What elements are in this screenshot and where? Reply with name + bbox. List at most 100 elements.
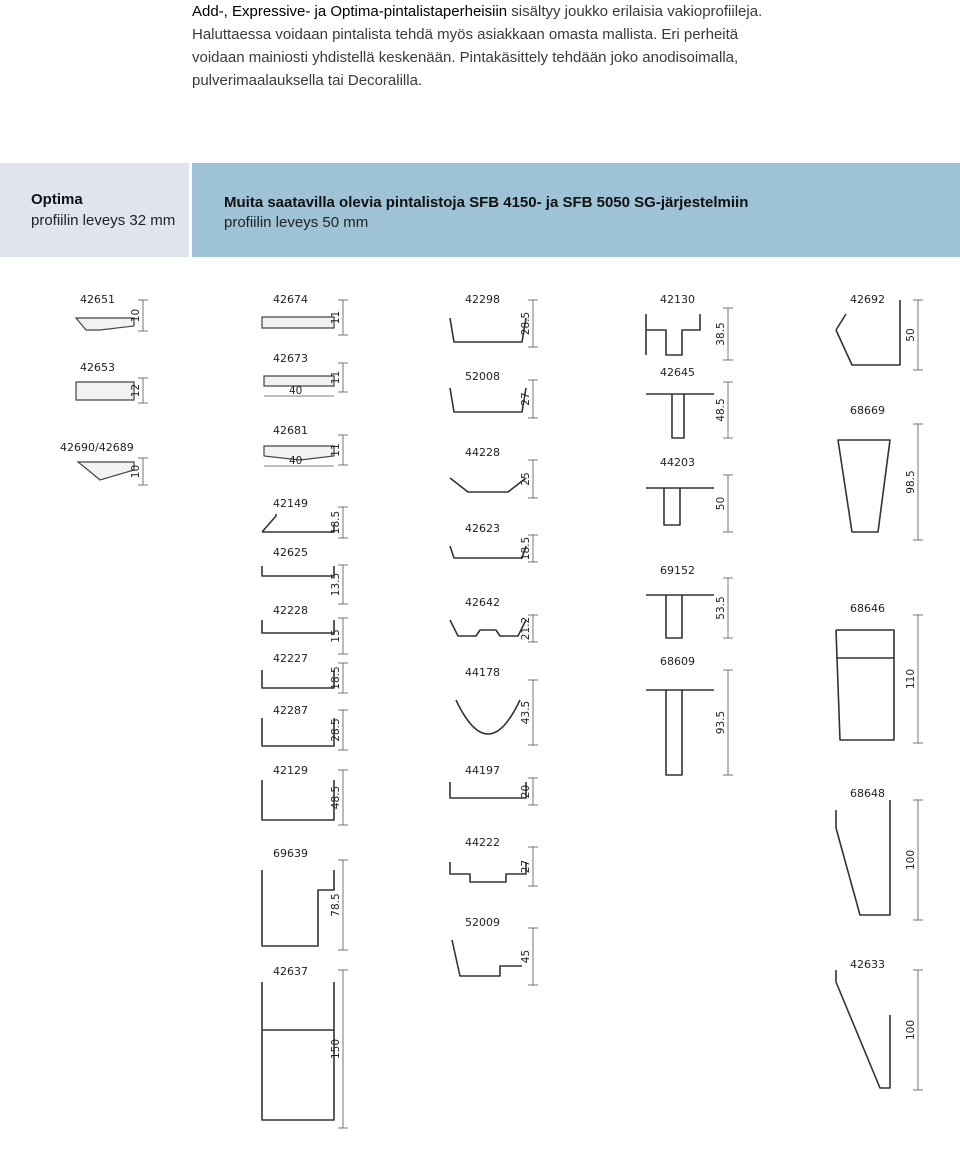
profile-code: 42287 <box>273 704 308 717</box>
profile-code: 42673 <box>273 352 308 365</box>
dimension-value: 28.5 <box>330 718 342 741</box>
dimension-value: 18.5 <box>330 666 342 689</box>
profile-42298: 42298 28.5 <box>449 293 538 348</box>
profile-code: 42129 <box>273 764 308 777</box>
dimension-value: 10 <box>130 309 142 322</box>
profile-code: 42633 <box>850 958 885 971</box>
profile-shape <box>74 317 135 331</box>
profile-code: 42645 <box>660 366 695 379</box>
profile-code: 44178 <box>465 666 500 679</box>
profile-44197: 44197 20 <box>449 764 538 806</box>
optima-width-label: profiilin leveys 32 mm <box>31 212 176 229</box>
profile-code: 42692 <box>850 293 885 306</box>
profile-code: 42653 <box>80 361 115 374</box>
dimension-value: 38.5 <box>715 322 727 345</box>
profile-shape <box>449 387 527 413</box>
profile-code: 44228 <box>465 446 500 459</box>
profile-code: 44203 <box>660 456 695 469</box>
profile-shape <box>449 782 527 799</box>
dimension-value: 11 <box>330 311 342 324</box>
profile-code: 42623 <box>465 522 500 535</box>
width-value: 40 <box>289 455 302 467</box>
profile-shape <box>263 375 335 387</box>
profile-code: 68669 <box>850 404 885 417</box>
profile-code: 42625 <box>273 546 308 559</box>
intro-text: sisältyy joukko erilaisia vakioprofiilej… <box>192 3 763 89</box>
profile-code: 44222 <box>465 836 500 849</box>
dimension-value: 50 <box>905 328 917 341</box>
profile-shape <box>835 300 901 366</box>
profile-shape <box>646 689 714 776</box>
profile-code: 68648 <box>850 787 885 800</box>
profile-code: 52009 <box>465 916 500 929</box>
profile-shape <box>449 545 527 559</box>
dimension-value: 48.5 <box>330 786 342 809</box>
profile-shape <box>449 862 527 883</box>
dimension-value: 53.5 <box>715 596 727 619</box>
profile-code: 68609 <box>660 655 695 668</box>
profile-42674: 42674 11 <box>261 293 348 336</box>
profile-42130: 42130 38.5 <box>645 293 733 361</box>
profile-code: 42130 <box>660 293 695 306</box>
profile-44222: 44222 27 <box>449 836 538 887</box>
profile-code: 42637 <box>273 965 308 978</box>
dimension-value: 27 <box>520 860 532 873</box>
profile-shape <box>646 594 714 639</box>
dimension-value: 11 <box>330 371 342 384</box>
dimension-value: 21.2 <box>520 617 532 640</box>
profile-code: 44197 <box>465 764 500 777</box>
optima-header-panel: Optima profiilin leveys 32 mm <box>0 163 189 257</box>
profile-44178: 44178 43.5 <box>455 666 538 746</box>
profile-shape <box>263 445 335 461</box>
profile-code: 42674 <box>273 293 308 306</box>
profile-shape <box>261 780 335 821</box>
dimension-value: 98.5 <box>905 470 917 493</box>
profile-shape <box>455 699 521 735</box>
dimension-value: 110 <box>905 669 917 689</box>
profile-code: 42149 <box>273 497 308 510</box>
profile-shape <box>646 487 714 526</box>
profile-code: 42228 <box>273 604 308 617</box>
other-profiles-header-panel: Muita saatavilla olevia pintalistoja SFB… <box>192 163 960 257</box>
profile-shape <box>261 316 335 329</box>
profile-shape <box>449 317 527 343</box>
profile-shape <box>261 718 335 747</box>
profile-shape <box>261 870 335 947</box>
other-profiles-width-label: profiilin leveys 50 mm <box>224 214 369 231</box>
dimension-value: 50 <box>715 497 727 510</box>
profile-code: 42298 <box>465 293 500 306</box>
dimension-value: 11 <box>330 443 342 456</box>
profile-44203: 44203 50 <box>646 456 733 533</box>
dimension-value: 20 <box>520 785 532 798</box>
profile-shape <box>835 970 891 1089</box>
profile-shape <box>261 982 335 1121</box>
intro-lead: Add-, Expressive- ja Optima-pintalistape… <box>192 3 508 20</box>
profile-42287: 42287 28.5 <box>261 704 348 751</box>
dimension-value: 100 <box>905 850 917 870</box>
profile-code: 69152 <box>660 564 695 577</box>
profile-shape <box>261 566 335 577</box>
dimension-value: 28.5 <box>520 312 532 335</box>
profile-shape <box>835 800 891 916</box>
profile-shape <box>451 939 522 977</box>
intro-paragraph: Add-, Expressive- ja Optima-pintalistape… <box>192 0 792 92</box>
profile-42642: 42642 21.2 <box>449 596 538 643</box>
dimension-value: 43.5 <box>520 701 532 724</box>
profile-shape <box>261 514 335 533</box>
profile-code: 42642 <box>465 596 500 609</box>
profile-68669: 68669 98.5 <box>837 404 923 541</box>
